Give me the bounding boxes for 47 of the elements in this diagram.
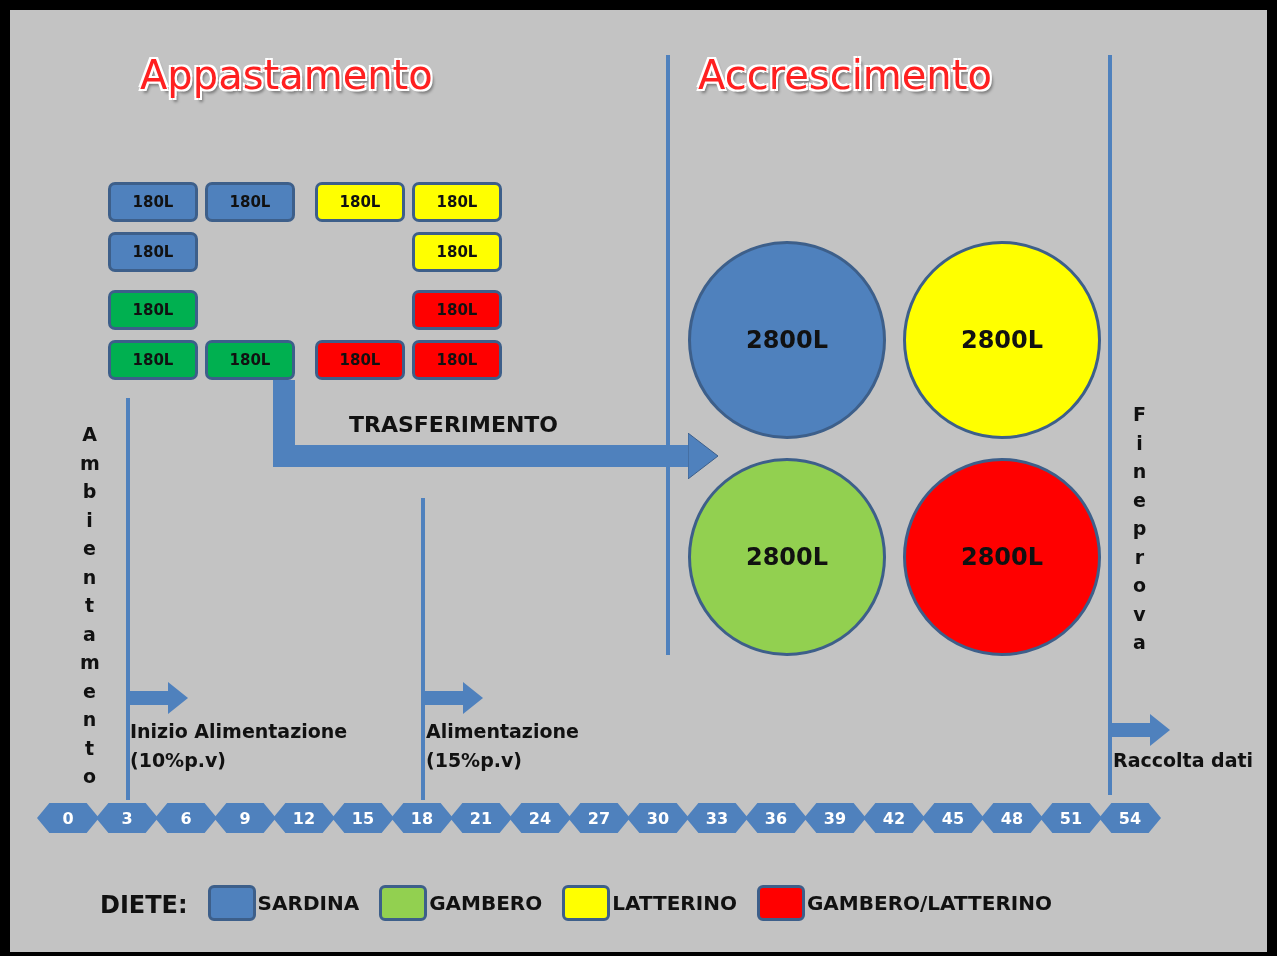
day-number: 18: [410, 808, 434, 828]
tank-volume: 2800L: [960, 543, 1044, 571]
tank-box: 180L: [205, 182, 295, 222]
tank-box: 180L: [315, 182, 405, 222]
event-label: Raccolta dati: [1113, 748, 1255, 773]
day-number: 15: [351, 808, 375, 828]
day-number: 30: [646, 808, 670, 828]
tank-box: 180L: [412, 182, 502, 222]
tank-box: 180L: [205, 340, 295, 380]
legend-text: GAMBERO/LATTERINO: [806, 891, 1052, 915]
tank-box: 180L: [108, 182, 198, 222]
tank-box: 180L: [412, 340, 502, 380]
day-number: 9: [239, 808, 251, 828]
tank-volume: 2800L: [745, 543, 829, 571]
tank-box: 180L: [108, 290, 198, 330]
day-number: 6: [180, 808, 192, 828]
day-number: 51: [1059, 808, 1083, 828]
day-number: 3: [121, 808, 133, 828]
event-label: Inizio Alimentazione (10%p.v): [130, 719, 349, 774]
legend-text: SARDINA: [257, 891, 360, 915]
day-number: 33: [705, 808, 729, 828]
legend-text: LATTERINO: [612, 891, 737, 915]
tank-box: 180L: [108, 340, 198, 380]
vertical-label: Fine prova: [1131, 402, 1148, 655]
day-number: 42: [882, 808, 906, 828]
day-number: 45: [941, 808, 965, 828]
section-heading: Accrescimento: [698, 52, 992, 98]
vertical-label: Ambientamento: [80, 422, 99, 789]
tank-volume: 2800L: [960, 326, 1044, 354]
legend-title: DIETE:: [100, 891, 188, 919]
tank-box: 180L: [315, 340, 405, 380]
legend-text: GAMBERO: [429, 891, 543, 915]
tank-volume: 2800L: [745, 326, 829, 354]
day-number: 36: [764, 808, 788, 828]
tank-box: 180L: [412, 232, 502, 272]
day-number: 24: [528, 808, 552, 828]
day-number: 48: [1000, 808, 1024, 828]
event-label: Alimentazione (15%p.v): [426, 719, 580, 774]
section-heading: Appastamento: [140, 52, 433, 98]
tank-box: 180L: [412, 290, 502, 330]
tank-box: 180L: [108, 232, 198, 272]
day-number: 39: [823, 808, 847, 828]
day-number: 12: [292, 808, 316, 828]
day-number: 27: [587, 808, 611, 828]
day-number: 0: [62, 808, 74, 828]
day-number: 54: [1118, 808, 1142, 828]
day-number: 21: [469, 808, 493, 828]
